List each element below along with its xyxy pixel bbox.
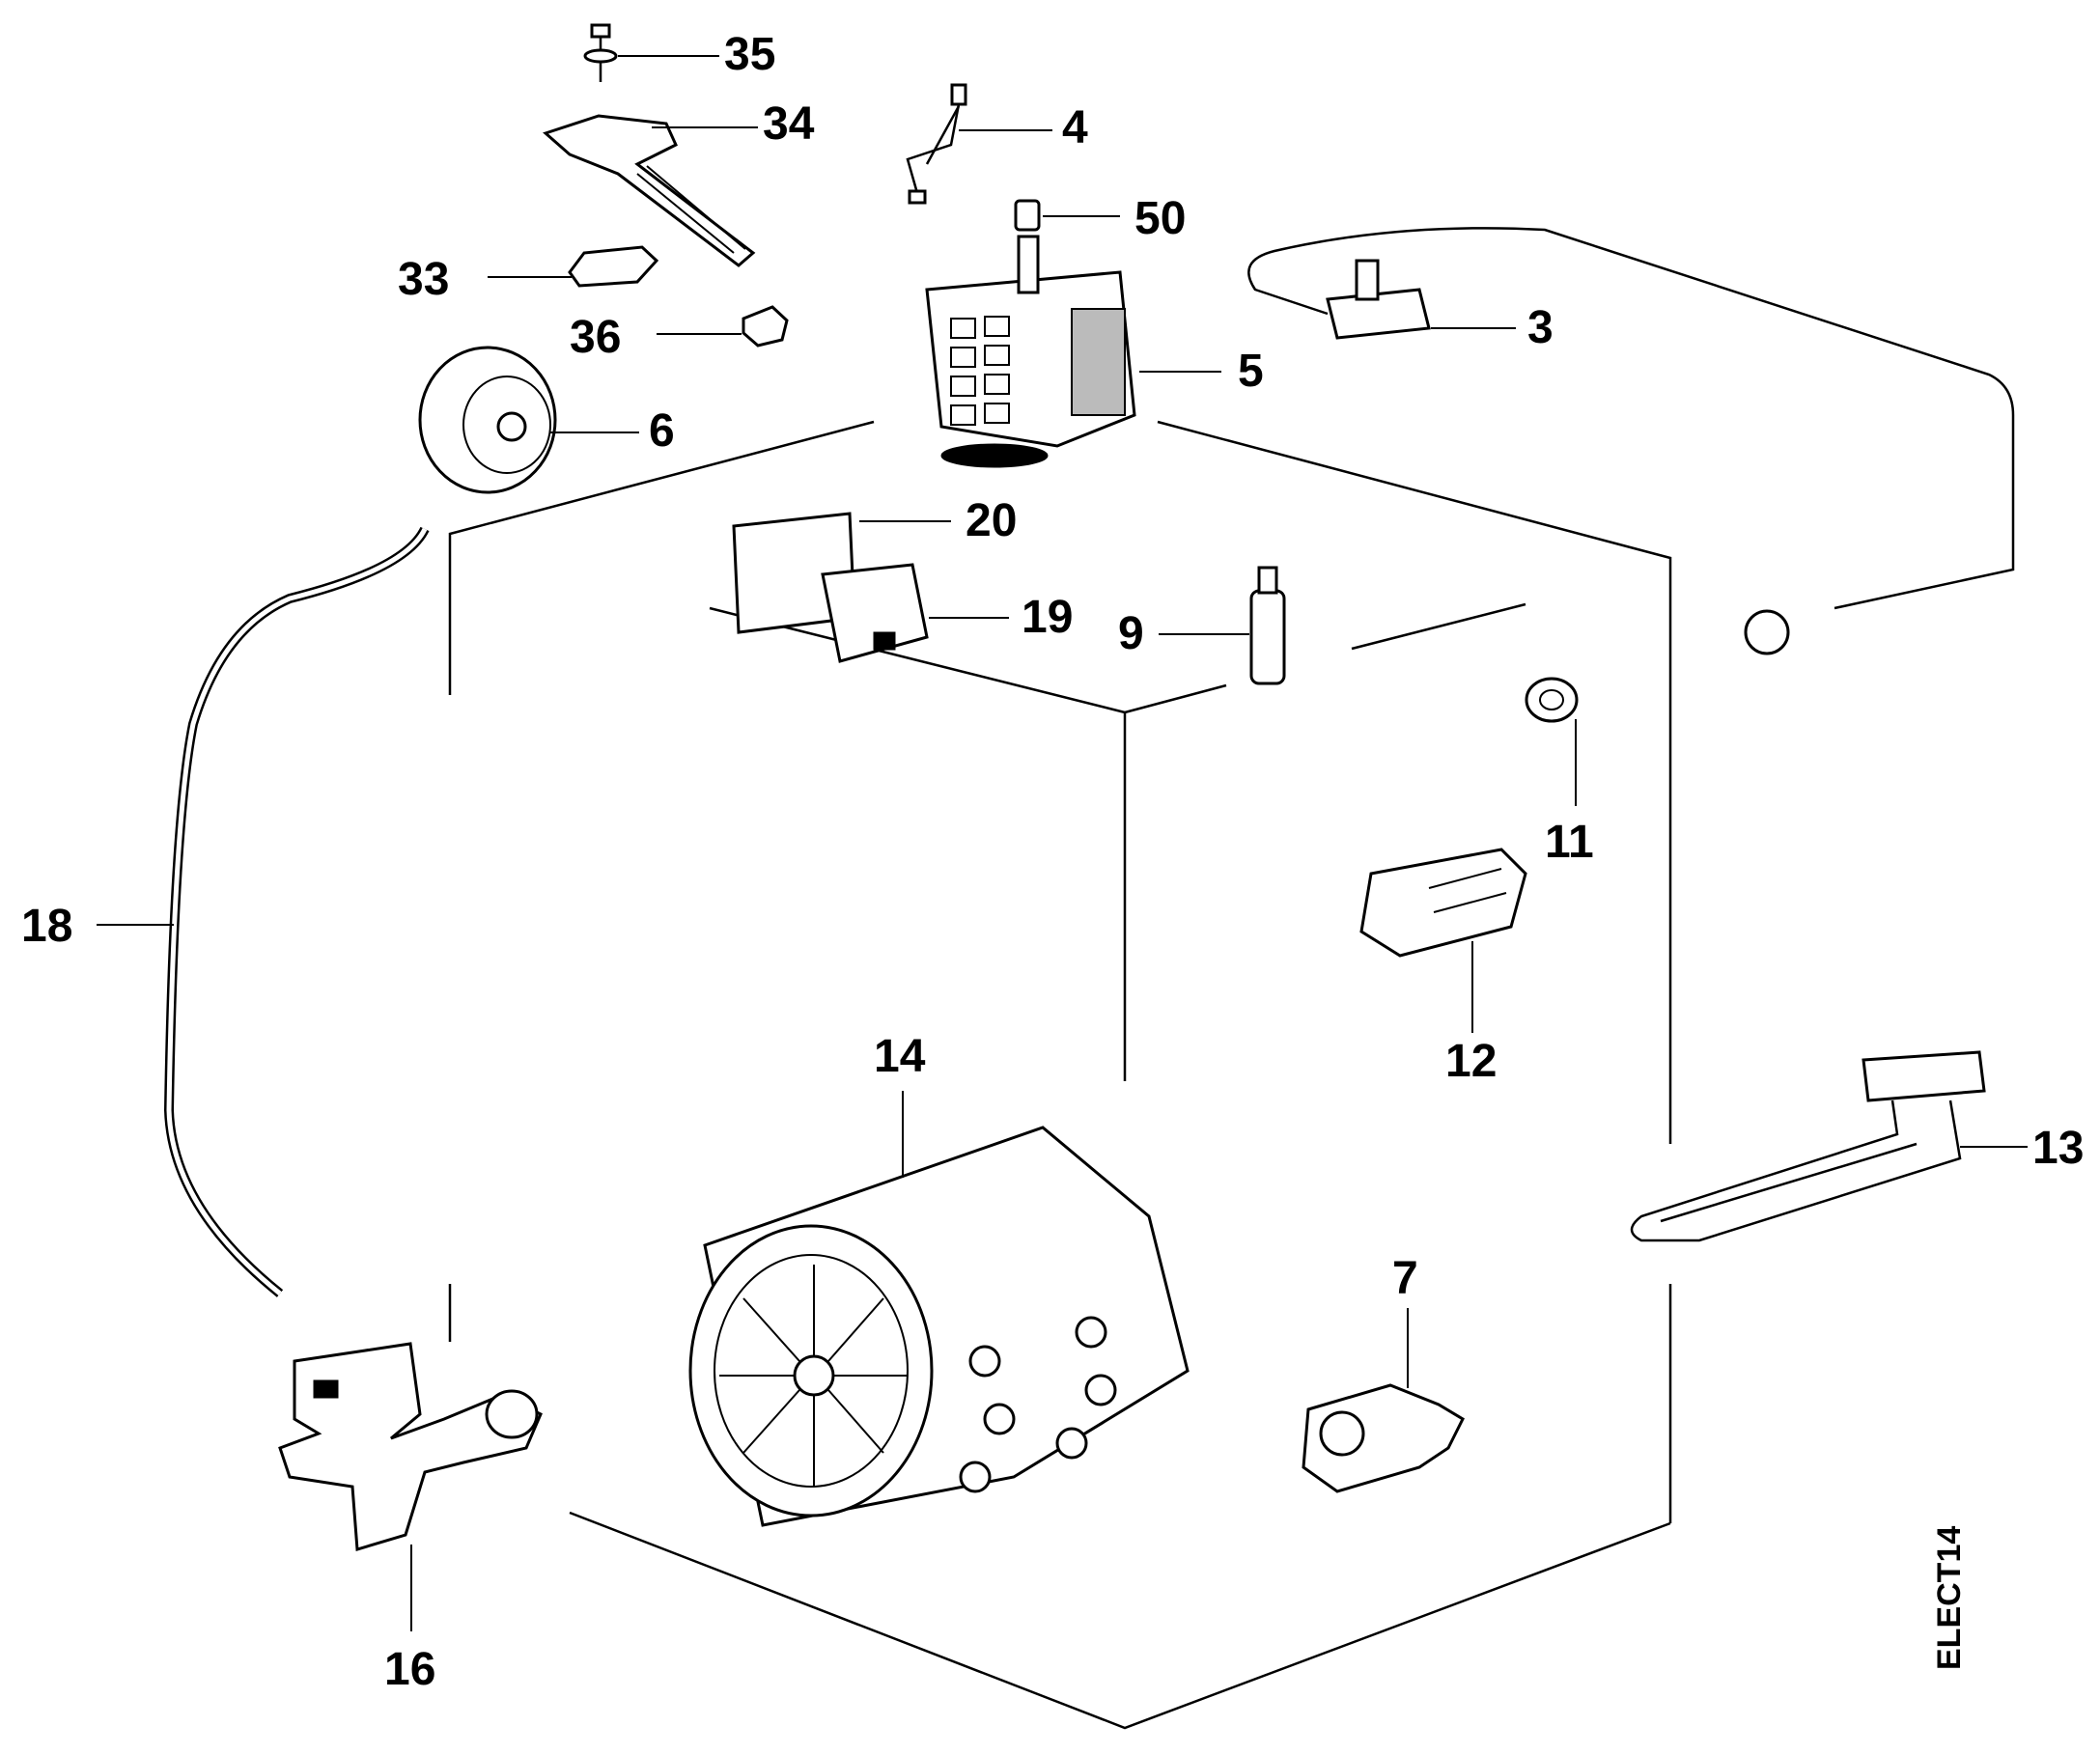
part-11-bush bbox=[1525, 677, 1579, 806]
label-33: 33 bbox=[398, 254, 449, 305]
part-18-hose bbox=[97, 526, 430, 1297]
part-16-pump bbox=[278, 1342, 543, 1631]
part-5-timer bbox=[925, 235, 1221, 468]
part-33-clip bbox=[488, 245, 659, 288]
label-5: 5 bbox=[1238, 346, 1264, 397]
part-36-connector bbox=[657, 305, 789, 348]
label-19: 19 bbox=[1022, 592, 1073, 643]
part-3-thermostat bbox=[1247, 227, 2015, 655]
label-18: 18 bbox=[21, 901, 72, 952]
part-34-lever bbox=[543, 114, 758, 267]
part-12-interlock bbox=[1359, 848, 1527, 1033]
part-13-heater bbox=[1630, 1050, 2028, 1242]
part-14-drive-motor bbox=[688, 1091, 1190, 1527]
label-50: 50 bbox=[1134, 193, 1186, 244]
label-16: 16 bbox=[384, 1644, 435, 1695]
label-34: 34 bbox=[763, 98, 815, 150]
label-6: 6 bbox=[649, 405, 675, 457]
part-35-screw bbox=[583, 23, 719, 82]
part-labels: 35 34 4 50 33 36 3 5 6 20 19 9 11 18 12 … bbox=[21, 29, 2084, 1695]
drawing-code: ELECT14 bbox=[1931, 1526, 1968, 1670]
label-9: 9 bbox=[1118, 608, 1144, 659]
part-9-capacitor bbox=[1159, 566, 1286, 685]
part-19-switch bbox=[821, 563, 1009, 663]
part-50-knob bbox=[1014, 199, 1120, 232]
label-20: 20 bbox=[966, 495, 1017, 546]
label-11: 11 bbox=[1545, 817, 1594, 868]
label-13: 13 bbox=[2032, 1123, 2084, 1174]
label-12: 12 bbox=[1445, 1036, 1497, 1087]
part-6-motor bbox=[418, 346, 639, 494]
label-3: 3 bbox=[1527, 302, 1554, 353]
label-7: 7 bbox=[1392, 1253, 1418, 1304]
part-7-valve bbox=[1302, 1308, 1465, 1493]
label-14: 14 bbox=[874, 1031, 926, 1082]
label-4: 4 bbox=[1062, 102, 1088, 153]
part-4-wire bbox=[906, 83, 1052, 205]
label-35: 35 bbox=[724, 29, 775, 80]
label-36: 36 bbox=[570, 312, 621, 363]
